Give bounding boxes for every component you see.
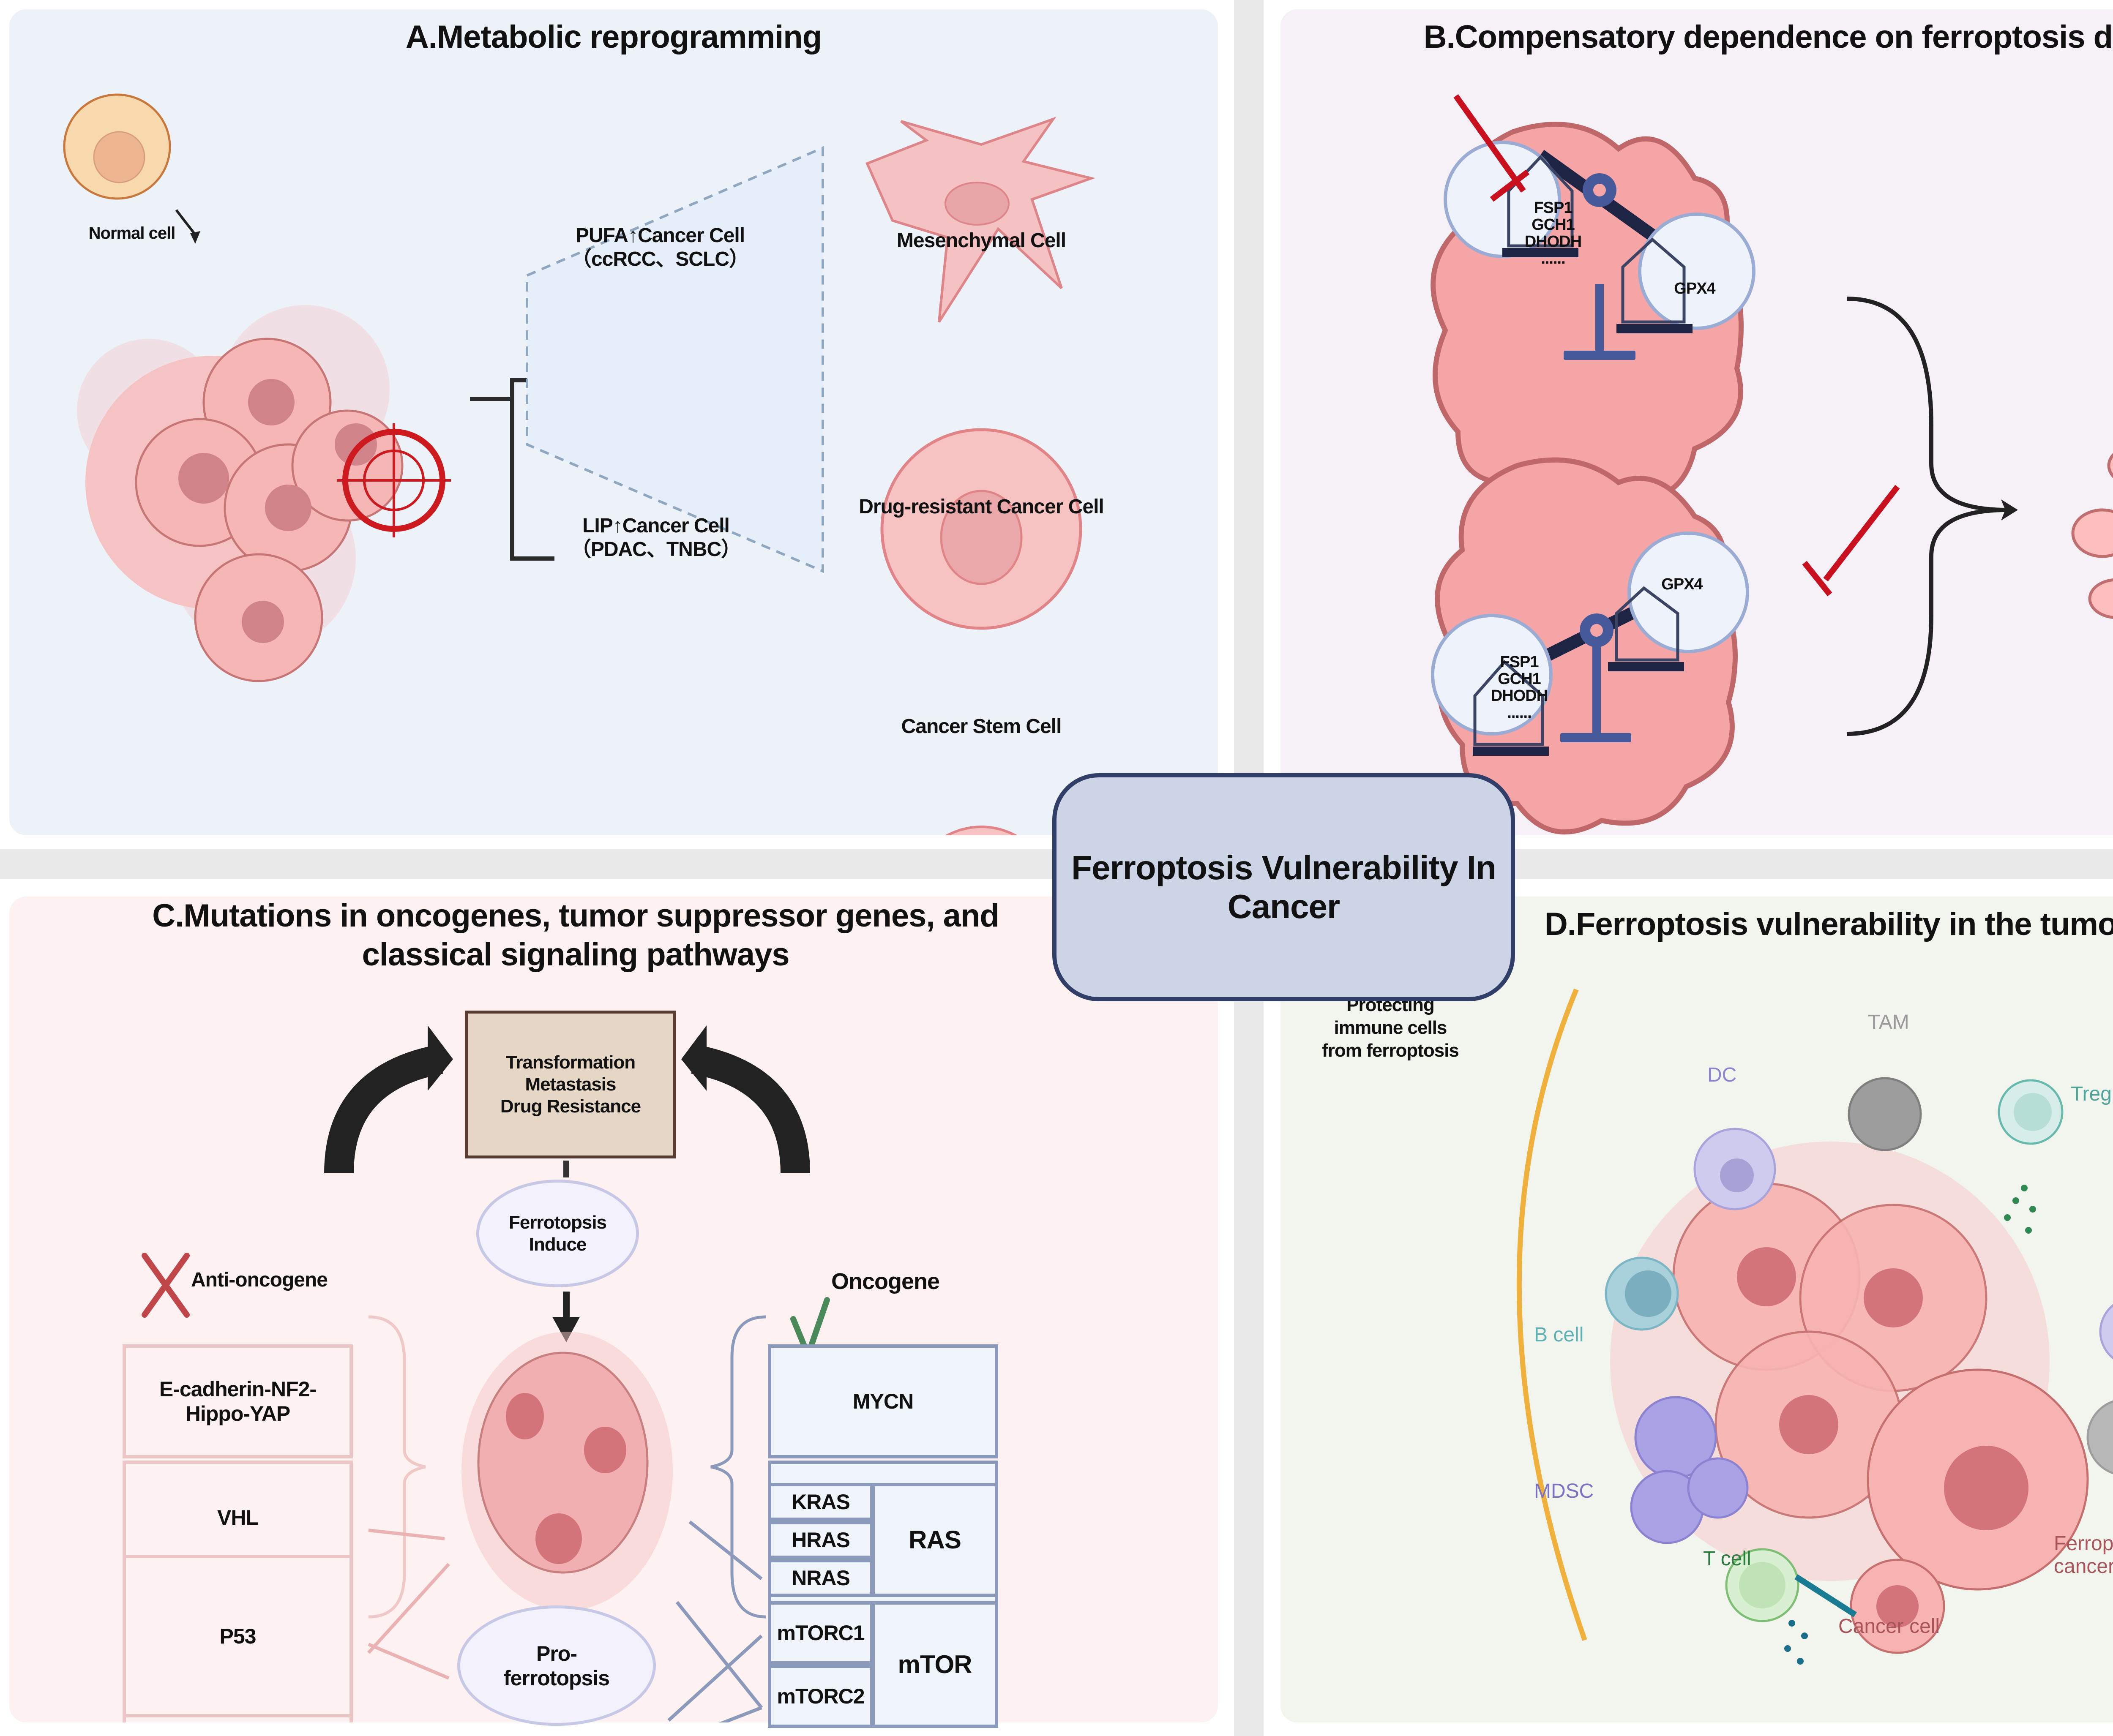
mtor-group: mTORC1 mTORC2 mTOR [768,1601,998,1728]
gene-gch1: GCH1 [1498,670,1541,688]
gene-fsp1: FSP1 [1534,199,1572,217]
panel-d-title: D.Ferroptosis vulnerability in the tumor… [1544,906,2113,942]
b-cell-label: B cell [1534,1324,1584,1346]
panel-tumor-microenvironment: D.Ferroptosis vulnerability in the tumor… [1280,897,2113,1722]
anti-oncogene-p53: P53 [123,1555,353,1717]
panel-c-title-line1: C.Mutations in oncogenes, tumor suppress… [152,898,999,934]
central-title-box: Ferroptosis Vulnerability In Cancer [1052,773,1515,1001]
pro-ferroptosis-line2: ferrotopsis [503,1666,610,1690]
cross-mark-icon [142,1253,190,1318]
outcome-drug-resistance: Drug Resistance [500,1096,641,1117]
gene-kras: KRAS [768,1483,874,1521]
anti-oncogene-hippo: E-cadherin-NF2-Hippo-YAP [123,1344,353,1458]
mdsc-label: MDSC [1534,1480,1594,1502]
oncogene-label: Oncogene [831,1269,940,1294]
pufa-label: PUFA↑Cancer Cell [575,224,745,247]
ferroptotic-cluster-icon [461,1332,673,1611]
panel-b-graphics [1431,94,2113,835]
curved-arrow-left-icon [324,1044,443,1174]
lip-cancers: （PDAC、TNBC） [571,538,741,561]
balance-scale-top-icon [1444,141,1755,360]
zoom-trapezoid [526,146,824,573]
balance-scale-bottom-icon [1431,531,1749,756]
cancer-stem-cell-label: Cancer Stem Cell [901,715,1062,738]
tumor-core-icon [1610,1142,2089,1654]
target-crosshair-icon [337,423,451,537]
pro-ferroptosis-ellipse: Pro-ferrotopsis [457,1605,656,1726]
cancer-stem-cell-icon [945,826,1018,835]
induce-line1: Ferrotopsis [508,1212,607,1233]
scale-top-left-pan: FSP1 GCH1 DHODH ...... [1517,199,1589,267]
scale-bottom-left-pan: FSP1 GCH1 DHODH ...... [1483,654,1555,721]
lip-label: LIP↑Cancer Cell [582,515,730,537]
oncogene-arrows [667,1520,763,1722]
ras-group: KRAS HRAS NRAS RAS [768,1483,998,1597]
merge-arrowhead [2001,499,2018,521]
treg-label: Treg [2071,1083,2112,1105]
gene-dhodh: DHODH [1524,233,1582,251]
gene-dhodh: DHODH [1491,687,1548,705]
dc-label: DC [1707,1064,1737,1086]
protective-arc [1516,988,1587,1641]
gene-ras: RAS [871,1483,998,1597]
drug-resistant-cell-label: Drug-resistant Cancer Cell [859,496,1104,518]
tcr-mhc-icon [1794,1574,1857,1617]
gene-gch1: GCH1 [1532,216,1575,234]
t-cell-label: T cell [1703,1548,1751,1570]
gene-more: ...... [1541,250,1565,267]
gene-nras: NRAS [768,1559,874,1597]
panel-compensatory-dependence: B.Compensatory dependence on ferroptosis… [1280,9,2113,835]
gene-mtor: mTOR [871,1601,998,1728]
panel-metabolic-reprogramming: A.Metabolic reprogramming [9,9,1218,835]
ferroptotic-line2: cancer cell [2054,1555,2113,1578]
inhibit-fsp1-icon [1453,94,1530,202]
merge-brace [1846,297,2008,736]
gene-more: ...... [1507,704,1532,722]
branch-top-label: PUFA↑Cancer Cell （ccRCC、SCLC） [550,224,770,271]
normal-cell-label: Normal cell [88,224,176,243]
panel-c-title-line2: classical signaling pathways [362,937,789,973]
outcome-metastasis: Metastasis [525,1074,616,1095]
tam-label: TAM [1868,1011,1909,1033]
pro-ferroptosis-line1: Pro- [536,1641,577,1665]
mesenchymal-cell-label: Mesenchymal Cell [896,229,1066,252]
oncogene-bracket [710,1315,766,1619]
drug-resistant-cell-icon [880,428,1082,630]
induce-line2: Induce [529,1234,587,1255]
protecting-immune-text: Protecting immune cells from ferroptosis [1306,994,1475,1062]
ferroptotic-cancer-cell-label: Ferroptotic cancer cell [2054,1532,2113,1578]
curved-arrow-right-icon [691,1044,810,1174]
ferroptotic-line1: Ferroptotic [2054,1532,2113,1555]
tam-cell-icon [1848,1077,1922,1151]
gene-fsp1: FSP1 [1500,653,1539,671]
panel-b-title: B.Compensatory dependence on ferroptosis… [1423,19,2113,55]
oncogene-mycn: MYCN [768,1344,998,1458]
tumor-mass-icon [77,305,404,682]
ferroptosis-induce-ellipse: Ferrotopsis Induce [476,1180,639,1287]
protecting-line3: from ferroptosis [1322,1040,1459,1061]
panel-c-title: C.Mutations in oncogenes, tumor suppress… [9,897,1142,974]
panel-a-graphics [63,93,1096,835]
outcome-transformation: Transformation [505,1052,636,1073]
branch-bottom-label: LIP↑Cancer Cell （PDAC、TNBC） [546,514,766,561]
panel-a-title: A.Metabolic reprogramming [405,19,822,55]
central-title: Ferroptosis Vulnerability In Cancer [1071,849,1496,925]
pufa-cancers: （ccRCC、SCLC） [571,248,749,270]
scale-top-right-pan: GPX4 [1674,280,1715,297]
scale-bottom-right-pan: GPX4 [1661,575,1703,593]
ferroptotic-cell-fragments-icon [2071,453,2113,619]
anti-oncogene-bracket [368,1315,426,1619]
anti-oncogene-label: Anti-oncogene [191,1269,328,1291]
inhibit-gpx4-icon [1802,485,1900,597]
outcome-box: Transformation Metastasis Drug Resistanc… [465,1011,676,1158]
gene-mtorc2: mTORC2 [768,1665,874,1728]
gene-hras: HRAS [768,1521,874,1559]
dc-activated-icon [2099,1304,2113,1360]
panel-d-graphics [1516,988,2113,1665]
p53-keap1-arrows [367,1529,450,1680]
gene-mtorc1: mTORC1 [768,1601,874,1665]
cancer-cell-label: Cancer cell [1838,1615,1940,1638]
protecting-line2: immune cells [1334,1017,1447,1038]
normal-cell-icon [63,93,171,200]
